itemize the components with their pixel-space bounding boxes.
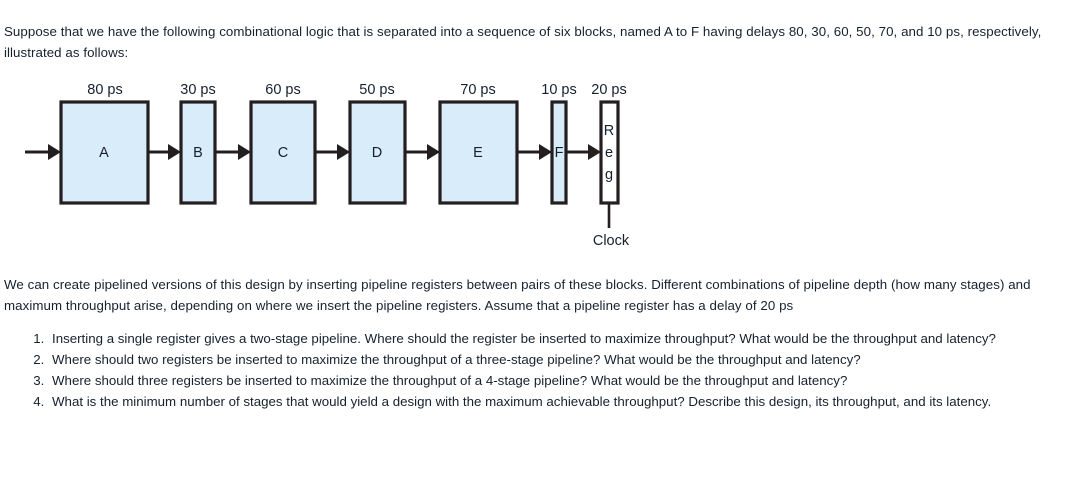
block-c-label: C [278,145,288,161]
list-item: Inserting a single register gives a two-… [48,328,1082,349]
block-d-label: D [372,145,382,161]
block-e [438,100,519,205]
block-b [179,100,217,205]
list-item: What is the minimum number of stages tha… [48,391,1082,412]
register-letter-g: g [605,167,613,183]
clock-label: Clock [593,233,630,249]
block-d [348,100,407,205]
block-a [59,100,150,205]
block-c [249,100,317,205]
block-e-label: E [473,145,483,161]
list-item: Where should three registers be inserted… [48,370,1082,391]
block-f [550,100,568,205]
arrow-b-to-c [216,144,251,160]
delay-label-d: 50 ps [359,82,394,98]
arrow-d-to-e [406,144,440,160]
delay-label-a: 80 ps [87,82,122,98]
question-list: Inserting a single register gives a two-… [4,328,1082,412]
pipeline-diagram: 80 ps 30 ps 60 ps 50 ps 70 ps 10 ps 20 p… [0,72,700,257]
intro-paragraph: Suppose that we have the following combi… [4,24,1042,61]
delay-label-e: 70 ps [460,82,495,98]
block-b-label: B [193,145,203,161]
arrow-e-to-f [518,144,552,160]
body-paragraph: We can create pipelined versions of this… [4,277,1031,314]
arrow-a-to-b [149,144,181,160]
delay-label-reg: 20 ps [591,82,626,98]
register-letter-e: e [605,145,613,161]
delay-label-f: 10 ps [541,82,576,98]
block-a-label: A [99,145,109,161]
register-letter-r: R [604,123,614,139]
input-arrow [25,144,61,160]
block-f-label: F [555,145,564,161]
list-item: Where should two registers be inserted t… [48,349,1082,370]
arrow-f-to-reg [567,144,601,160]
delay-label-b: 30 ps [180,82,215,98]
delay-label-c: 60 ps [265,82,300,98]
arrow-c-to-d [316,144,350,160]
